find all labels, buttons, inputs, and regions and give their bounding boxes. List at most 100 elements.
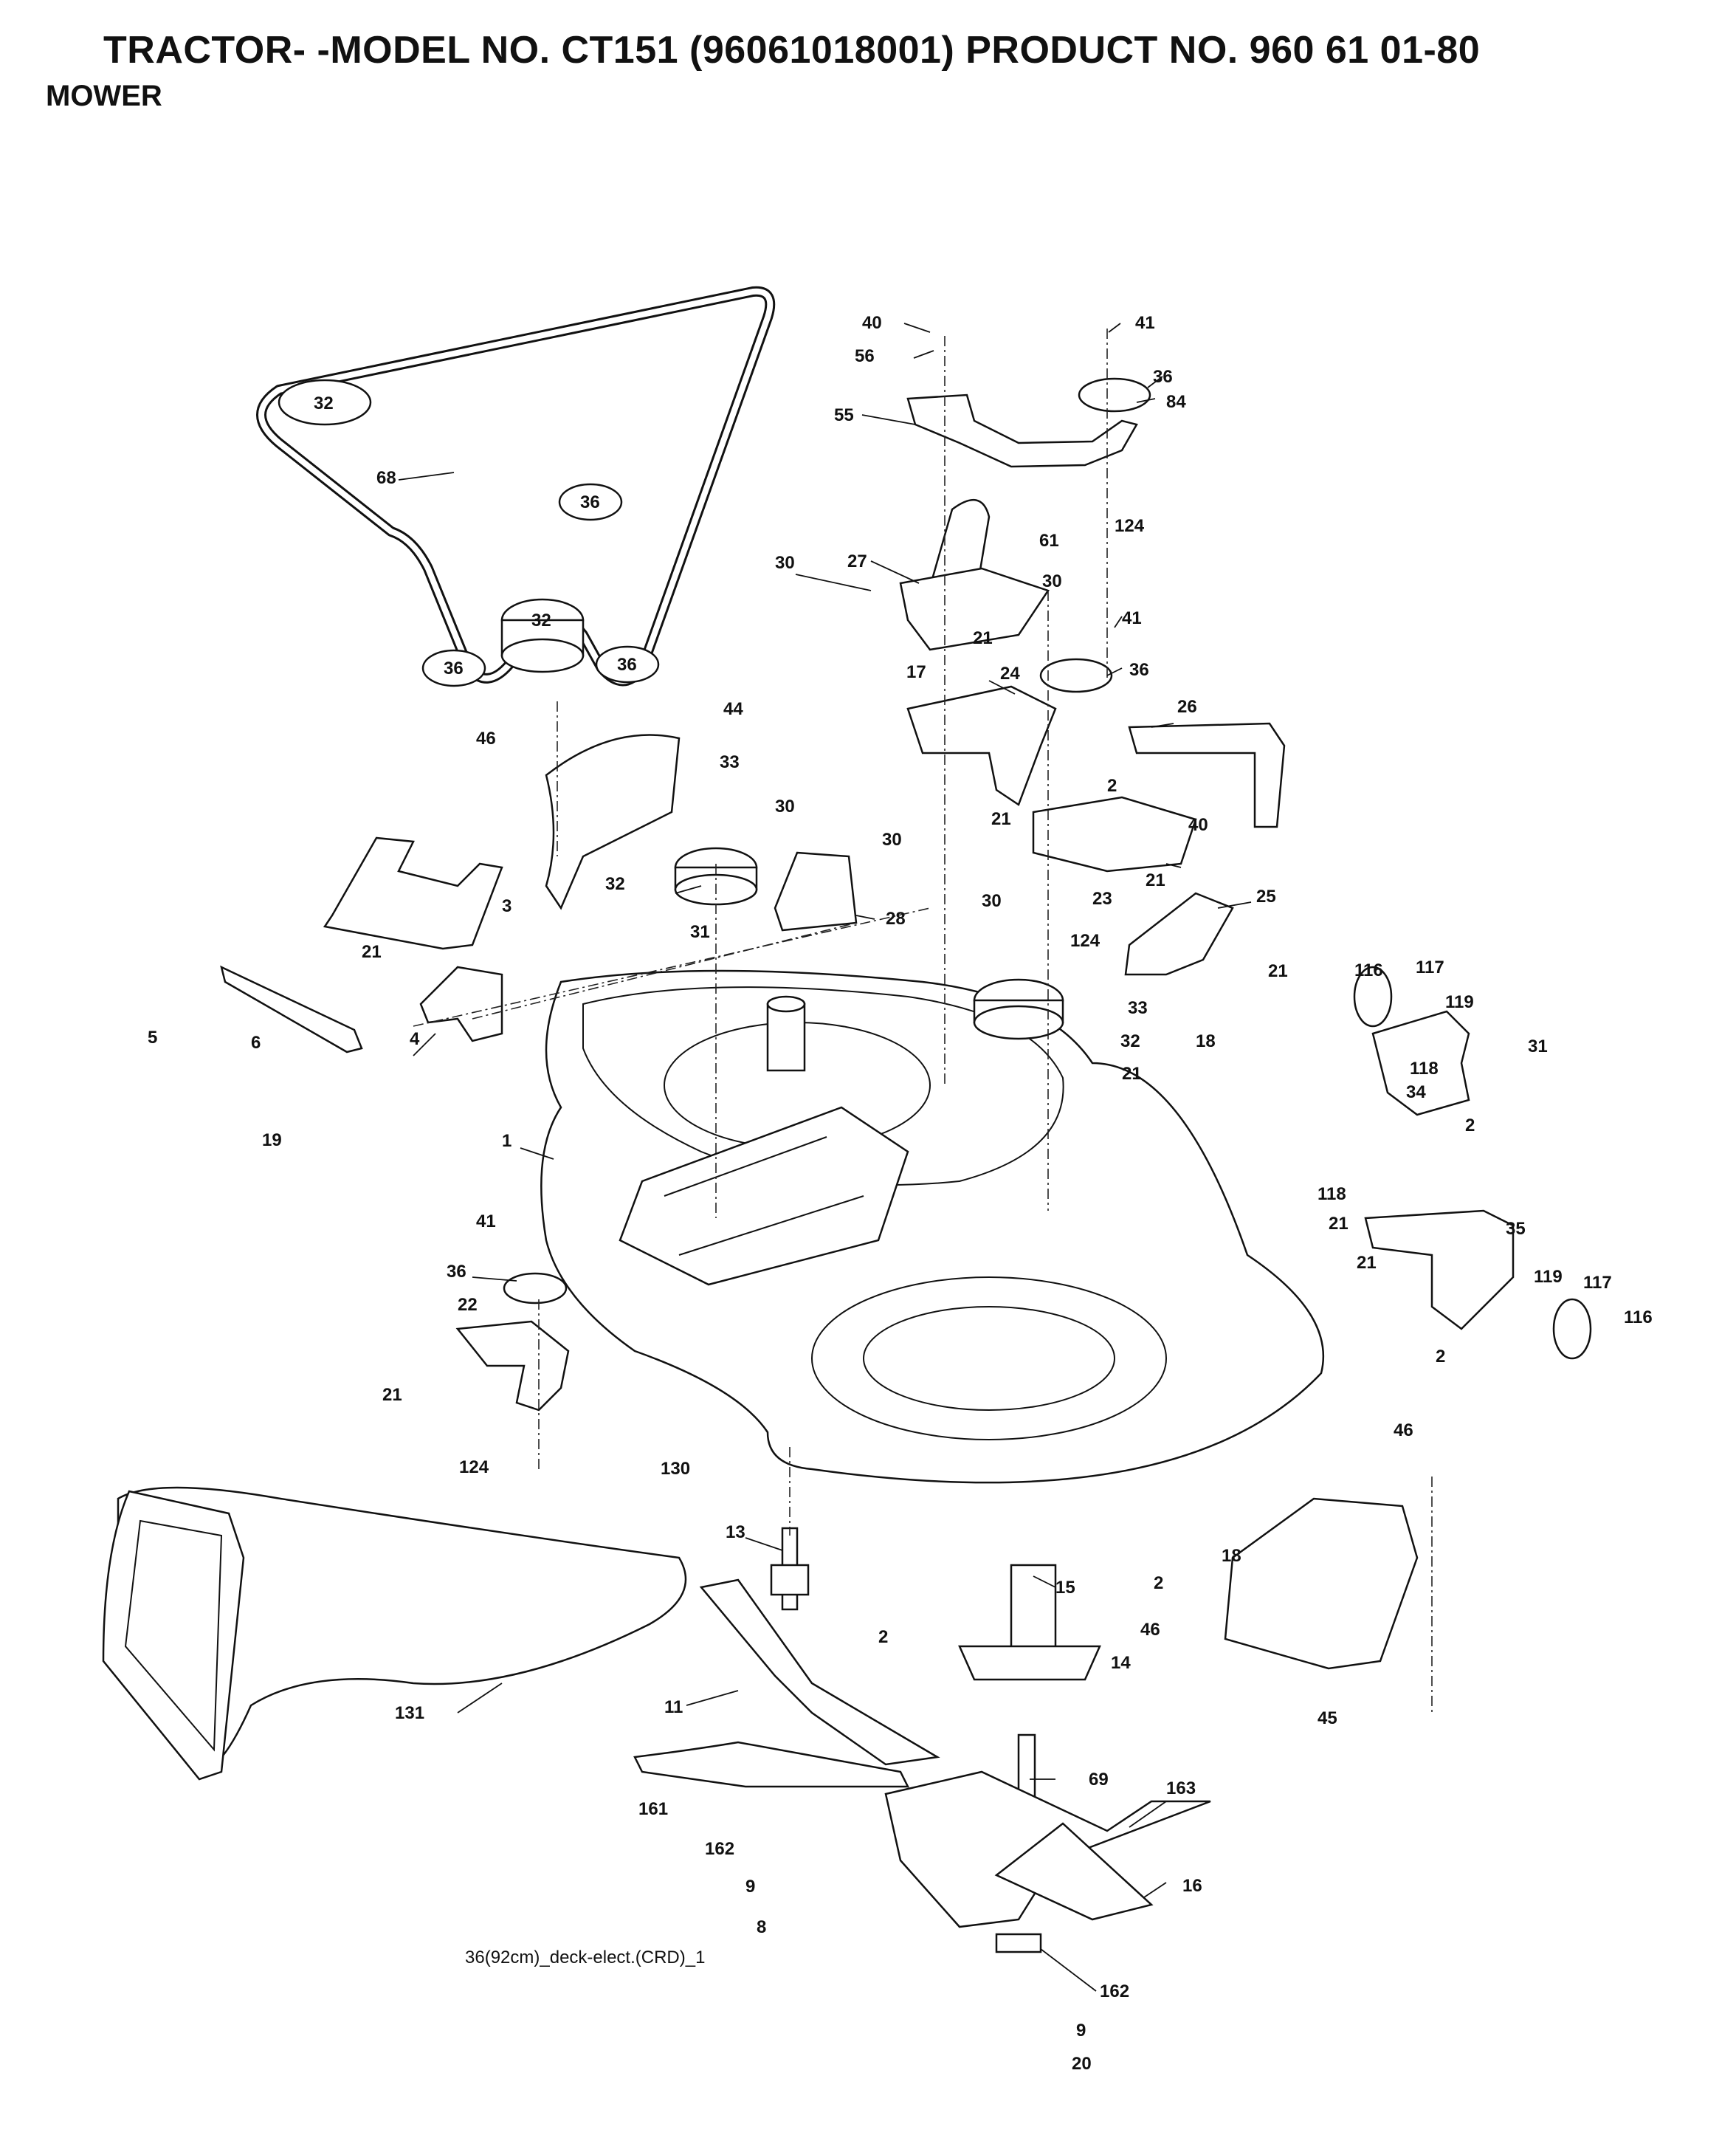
callout-28: 28 bbox=[886, 909, 906, 929]
mower-deck bbox=[540, 969, 1325, 1484]
callout-30: 30 bbox=[882, 830, 902, 850]
callout-55: 55 bbox=[834, 405, 854, 425]
callout-162: 162 bbox=[1100, 1981, 1129, 2001]
callout-18: 18 bbox=[1222, 1546, 1241, 1566]
callout-16: 16 bbox=[1182, 1876, 1202, 1896]
callout-18: 18 bbox=[1196, 1031, 1216, 1051]
callout-36: 36 bbox=[1153, 367, 1173, 387]
callout-33: 33 bbox=[1128, 998, 1148, 1018]
callout-30: 30 bbox=[775, 797, 795, 817]
callout-20: 20 bbox=[1072, 2054, 1092, 2074]
callout-41: 41 bbox=[1122, 608, 1142, 628]
callout-9: 9 bbox=[745, 1877, 755, 1897]
drive-belt-assembly bbox=[256, 286, 776, 687]
leader-lines bbox=[398, 323, 1252, 1992]
callout-15: 15 bbox=[1055, 1578, 1075, 1598]
callout-21: 21 bbox=[1357, 1253, 1377, 1273]
callout-31: 31 bbox=[690, 922, 710, 942]
callout-13: 13 bbox=[726, 1522, 745, 1542]
figure-caption: 36(92cm)_deck-elect.(CRD)_1 bbox=[465, 1948, 706, 1967]
callout-19: 19 bbox=[262, 1130, 282, 1150]
deck-belt-cover bbox=[619, 1106, 909, 1286]
callout-22: 22 bbox=[458, 1295, 478, 1315]
callout-30: 30 bbox=[1042, 571, 1062, 591]
pulley-label-36: 36 bbox=[617, 655, 637, 675]
callout-2: 2 bbox=[1154, 1573, 1163, 1593]
callout-4: 4 bbox=[410, 1029, 420, 1049]
left-brackets bbox=[220, 734, 1592, 1670]
callout-35: 35 bbox=[1506, 1219, 1526, 1239]
callout-21: 3 bbox=[502, 896, 512, 916]
callout-124: 124 bbox=[1115, 516, 1145, 536]
callout-23: 23 bbox=[1092, 889, 1112, 909]
callout-36: 36 bbox=[447, 1262, 466, 1282]
callout-124: 124 bbox=[1070, 931, 1100, 951]
callout-69: 69 bbox=[1089, 1770, 1109, 1790]
callout-2: 2 bbox=[1465, 1116, 1475, 1135]
callout-116: 116 bbox=[1354, 960, 1383, 980]
callout-21: 21 bbox=[991, 809, 1011, 829]
page-title: TRACTOR- -MODEL NO. CT151 (96061018001) … bbox=[103, 29, 1481, 72]
idler-pulley bbox=[595, 645, 660, 684]
callout-119: 119 bbox=[1534, 1267, 1563, 1287]
callout-131: 131 bbox=[395, 1703, 424, 1723]
callout-24: 24 bbox=[1000, 664, 1020, 684]
callout-46: 46 bbox=[1394, 1420, 1413, 1440]
callout-2: 2 bbox=[1436, 1347, 1445, 1367]
callout-21: 21 bbox=[1329, 1214, 1348, 1234]
engine-pulley bbox=[278, 379, 372, 426]
callout-31: 21 bbox=[1122, 1064, 1142, 1084]
callout-2: 2 bbox=[878, 1627, 888, 1647]
idler-pulley bbox=[421, 649, 486, 687]
callout-44: 44 bbox=[723, 699, 743, 719]
callout-34: 34 bbox=[1406, 1082, 1426, 1102]
callout-40: 40 bbox=[1188, 815, 1208, 835]
callout-36: 36 bbox=[1129, 660, 1149, 680]
callout-labels: 40 56 41 36 84 55 124 61 30 27 30 41 21 … bbox=[148, 313, 1653, 2074]
callout-46: 46 bbox=[1140, 1620, 1160, 1640]
callout-21: 21 bbox=[1268, 961, 1288, 981]
callout-11: 11 bbox=[664, 1697, 683, 1717]
callout-14: 14 bbox=[1111, 1653, 1131, 1673]
callout-119: 119 bbox=[1445, 992, 1474, 1012]
callout-118: 31 bbox=[1528, 1037, 1548, 1056]
callout-45: 45 bbox=[1318, 1708, 1337, 1728]
pulley-label-32: 32 bbox=[531, 611, 551, 630]
pulley-label-36: 36 bbox=[580, 492, 600, 512]
callout-116: 116 bbox=[1624, 1307, 1653, 1327]
callout-32: 32 bbox=[1120, 1031, 1140, 1051]
callout-163: 163 bbox=[1166, 1778, 1196, 1798]
pulley-label-36: 36 bbox=[444, 659, 464, 678]
callout-30: 30 bbox=[775, 553, 795, 573]
callout-1: 1 bbox=[502, 1131, 512, 1151]
callout-41: 41 bbox=[476, 1211, 496, 1231]
callout-9: 9 bbox=[1076, 2021, 1086, 2041]
pulley-label-32: 32 bbox=[314, 393, 334, 413]
callout-3: 21 bbox=[362, 942, 382, 962]
callout-21: 21 bbox=[1146, 870, 1165, 890]
callout-27: 27 bbox=[847, 551, 867, 571]
callout-56: 56 bbox=[855, 346, 875, 366]
callout-84: 84 bbox=[1166, 392, 1186, 412]
callout-8: 8 bbox=[757, 1917, 766, 1937]
callout-30: 30 bbox=[982, 891, 1002, 911]
callout-32: 32 bbox=[605, 874, 625, 894]
callout-41: 41 bbox=[1135, 313, 1155, 333]
callout-17: 17 bbox=[906, 662, 926, 682]
callout-117: 117 bbox=[1416, 958, 1444, 977]
callout-6: 6 bbox=[251, 1033, 261, 1053]
callout-161: 161 bbox=[638, 1799, 668, 1819]
deck-tube bbox=[766, 1003, 806, 1072]
spindles-and-blades bbox=[633, 1527, 1211, 1953]
assembly-guide-lines bbox=[413, 329, 1433, 1713]
callout-162: 162 bbox=[705, 1839, 734, 1859]
callout-21: 21 bbox=[973, 628, 993, 648]
callout-21: 118 bbox=[1410, 1059, 1439, 1079]
callout-5: 5 bbox=[148, 1028, 157, 1048]
callout-25: 25 bbox=[1256, 887, 1276, 907]
callout-2: 2 bbox=[1107, 776, 1117, 796]
callout-33: 33 bbox=[720, 752, 740, 772]
callout-130: 130 bbox=[661, 1459, 690, 1479]
callout-46: 46 bbox=[476, 729, 496, 749]
